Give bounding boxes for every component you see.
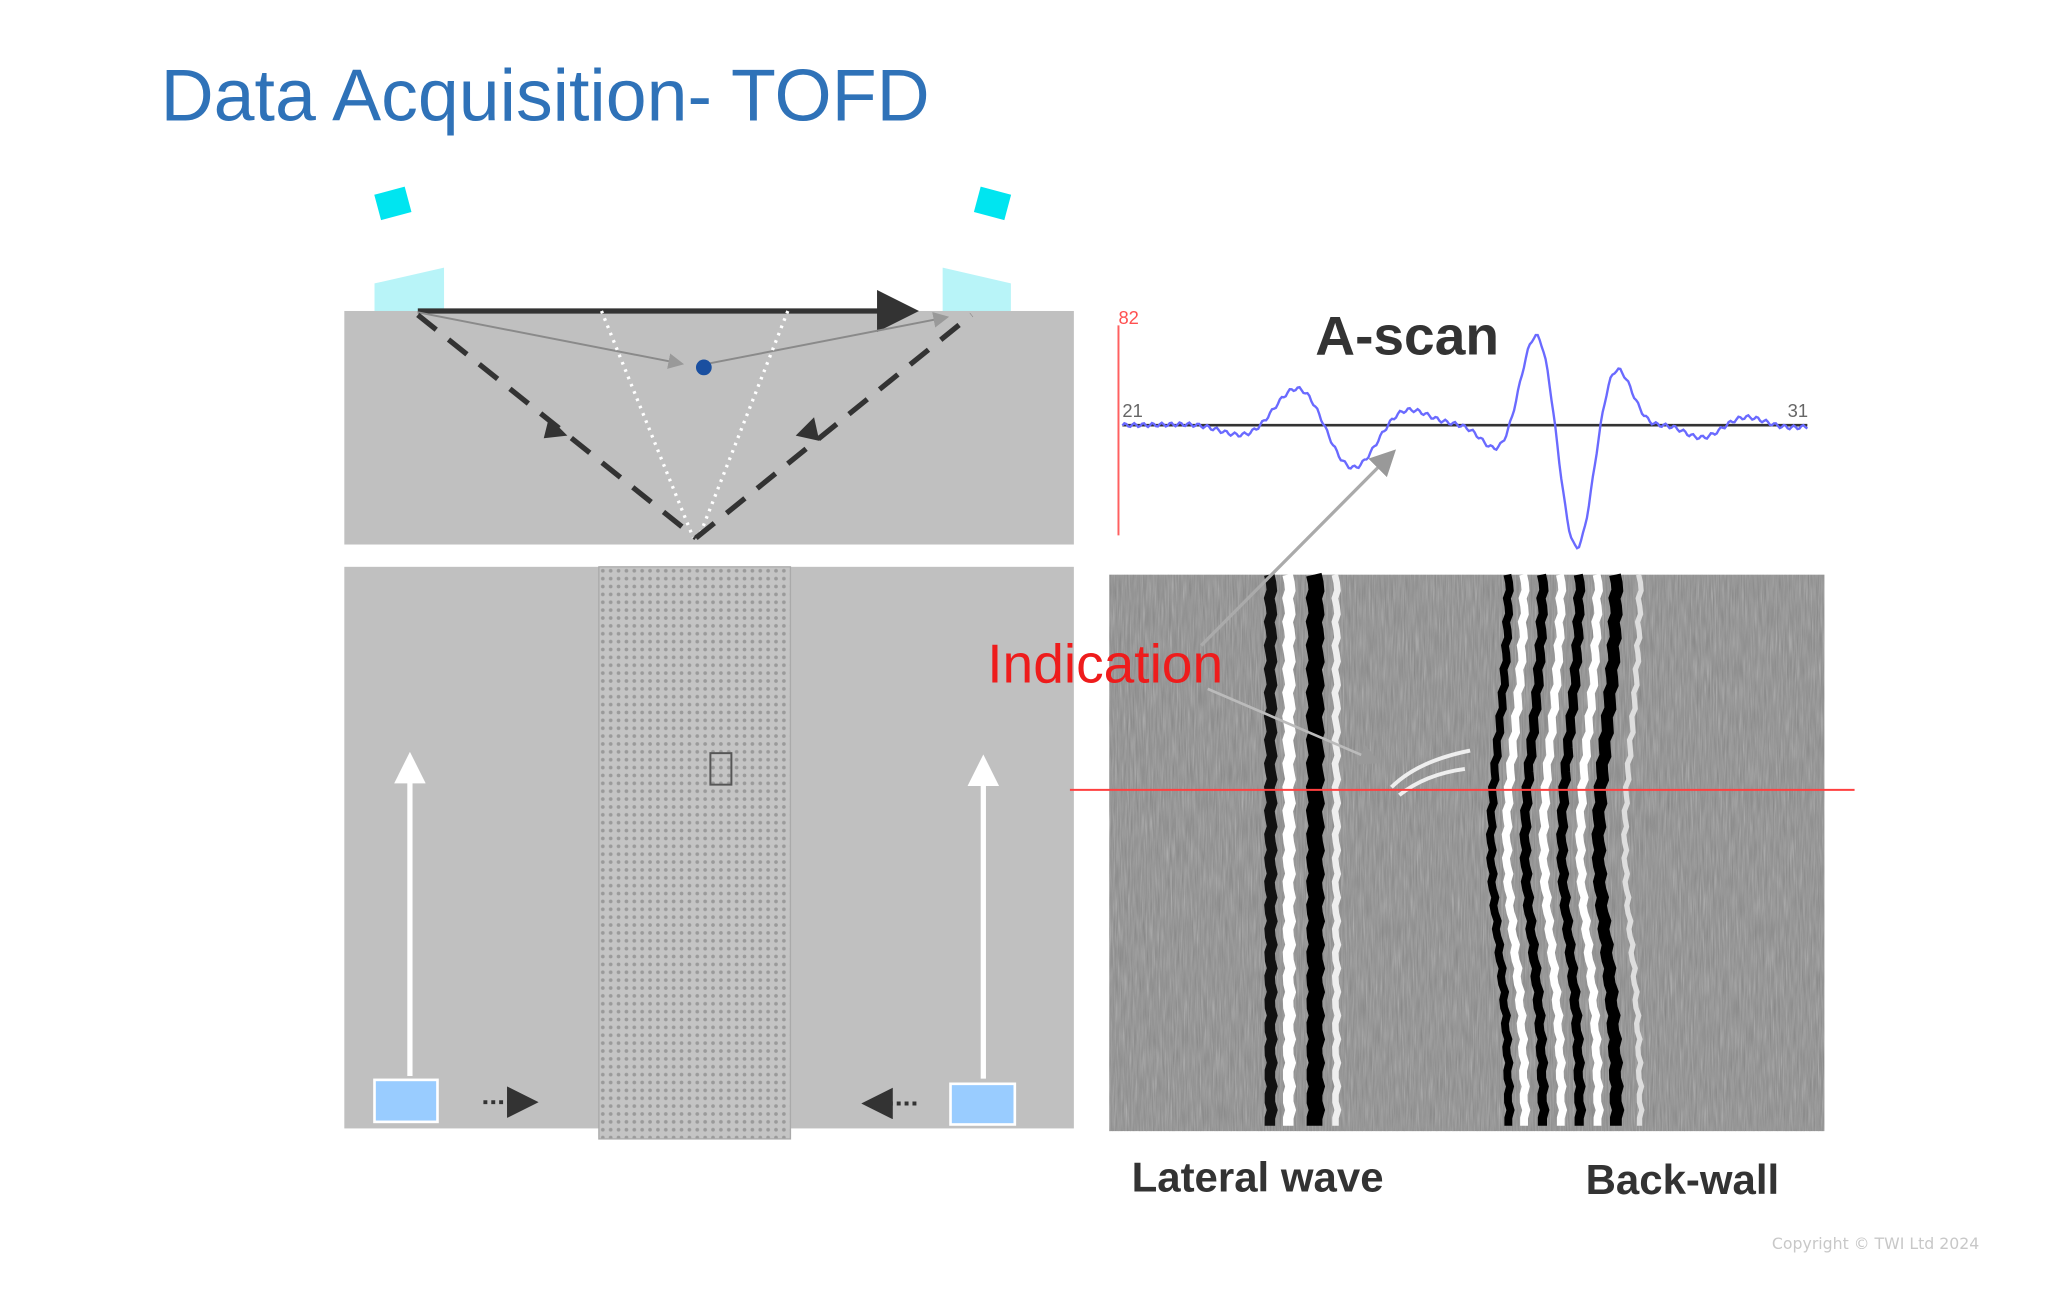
b-scan-band [1263,573,1278,1126]
transmitter-probe-icon [374,186,412,221]
b-scan-band [1538,573,1568,1126]
arrowhead-icon [543,417,568,439]
indication-pointer-bscan [1207,687,1381,765]
b-scan-image [1109,572,1825,1132]
b-scan-band [1556,573,1587,1126]
diffraction-path [417,311,685,369]
b-scan-band [1519,573,1550,1126]
back-wall-label: Back-wall [1586,1156,1780,1203]
b-scan-band [1485,573,1515,1126]
copyright: Copyright © TWI Ltd 2024 [1772,1234,1979,1253]
b-scan-band [1331,573,1342,1126]
b-scan-band [1621,574,1645,1126]
a-scan: 82 21 31 A-scan [1117,304,1809,550]
receiver-scanner-icon [949,1082,1017,1126]
diffraction-path [708,312,950,365]
transmitter-wedge [374,267,445,311]
lateral-wave-label: Lateral wave [1132,1153,1384,1200]
beam-spread-line [599,310,695,539]
b-scan-band [1591,573,1625,1126]
defect-dot [695,359,712,376]
indication-pointer-ascan [1199,449,1397,647]
tofd-side-view [344,186,1074,545]
beam-spread-line [697,310,790,539]
defect-marker [709,752,733,786]
indication-label: Indication [987,632,1223,694]
tofd-plan-view [344,566,1074,1140]
a-scan-right-marker: 31 [1788,400,1808,421]
a-scan-scale-label: 82 [1118,307,1138,328]
a-scan-waveform [1121,333,1809,550]
b-scan-band [1575,573,1604,1126]
a-scan-left-marker: 21 [1122,400,1142,421]
slide-title: Data Acquisition- TOFD [161,54,930,137]
transmitter-scanner-icon [373,1078,439,1124]
b-scan-band [1305,572,1326,1126]
weld-zone [598,566,792,1140]
receiver-wedge [942,267,1011,311]
test-block-section [344,310,1074,545]
indication-signal [1390,748,1471,797]
arrowhead-icon [795,417,820,441]
b-scan-band [1282,573,1297,1126]
backwall-path-up [694,312,974,541]
receiver-probe-icon [973,186,1012,221]
b-scan-band [1501,573,1531,1126]
a-scan-label: A-scan [1315,304,1499,366]
